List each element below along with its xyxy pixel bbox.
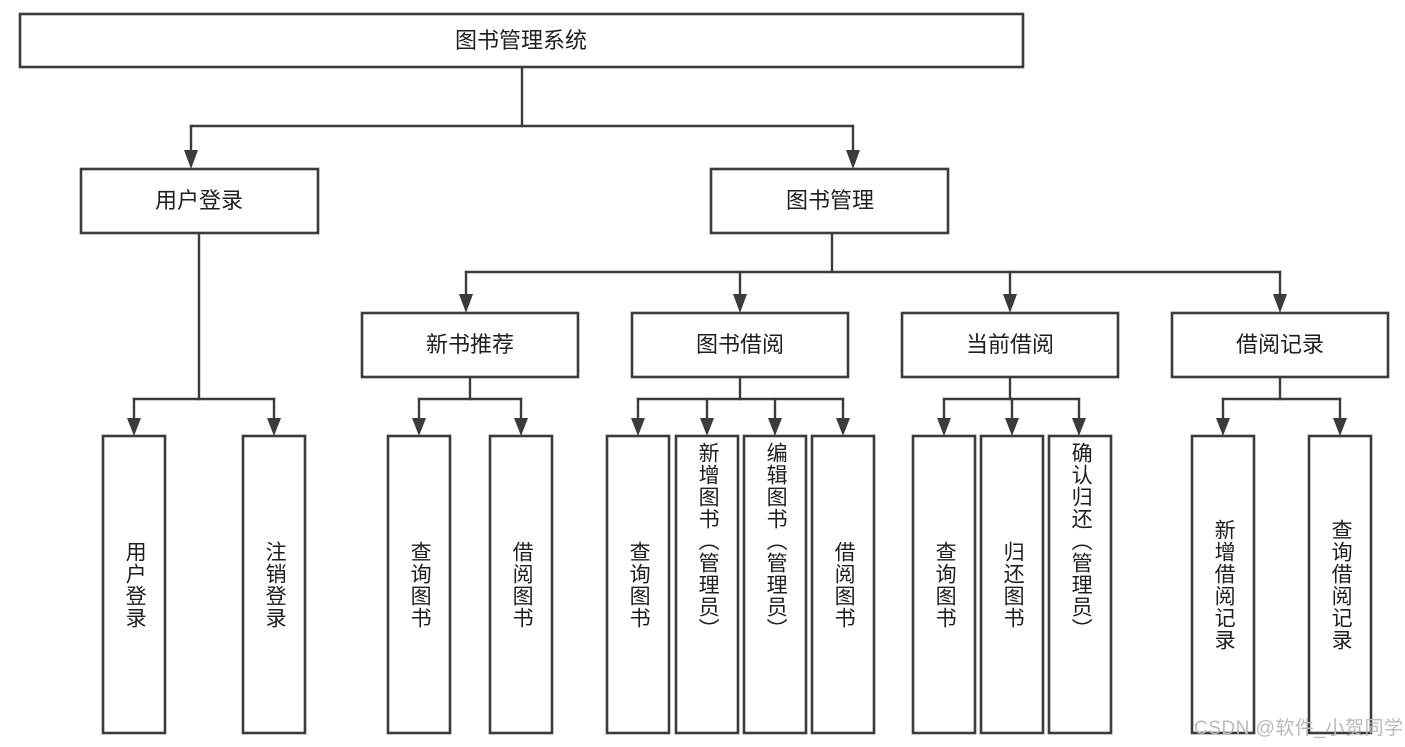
node-root-label: 图书管理系统: [455, 28, 587, 53]
leaf-box-confirm-return[interactable]: [1047, 434, 1113, 735]
node-book-borrow[interactable]: 图书借阅: [630, 311, 850, 379]
node-book-borrow-label: 图书借阅: [696, 332, 784, 357]
node-root[interactable]: 图书管理系统: [18, 12, 1025, 69]
leaf-box-add-book[interactable]: [674, 434, 740, 735]
connector-bookborrow-to-leaves: [631, 375, 850, 436]
node-new-book-recommend-label: 新书推荐: [426, 332, 514, 357]
leaf-boxes: [101, 434, 1373, 735]
node-book-manage[interactable]: 图书管理: [709, 167, 950, 235]
csdn-watermark: CSDN @软件_小贺同学: [1194, 718, 1404, 739]
node-current-borrow[interactable]: 当前借阅: [900, 311, 1120, 379]
connector-currentborrow-to-leaves: [937, 375, 1086, 436]
node-new-book-recommend[interactable]: 新书推荐: [360, 311, 580, 379]
leaf-box-return-book[interactable]: [979, 434, 1045, 735]
leaf-box-logout-login[interactable]: [241, 434, 307, 735]
connector-newbook-to-leaves: [412, 375, 528, 436]
leaf-box-add-record[interactable]: [1190, 434, 1256, 735]
leaf-box-query-record[interactable]: [1307, 434, 1373, 735]
leaf-box-borrow-book-1[interactable]: [488, 434, 554, 735]
leaf-box-query-book-1[interactable]: [386, 434, 452, 735]
connector-bookmanage-to-level3: [459, 231, 1287, 313]
connector-userlogin-to-leaves: [127, 231, 281, 436]
node-borrow-record-label: 借阅记录: [1236, 332, 1324, 357]
node-book-manage-label: 图书管理: [786, 188, 874, 213]
node-user-login-label: 用户登录: [155, 188, 243, 213]
connector-root-to-level2: [184, 65, 860, 169]
node-borrow-record[interactable]: 借阅记录: [1170, 311, 1390, 379]
leaf-box-edit-book[interactable]: [742, 434, 808, 735]
node-current-borrow-label: 当前借阅: [966, 332, 1054, 357]
connector-borrowrecord-to-leaves: [1216, 375, 1347, 436]
leaf-box-query-book-3[interactable]: [911, 434, 977, 735]
node-user-login[interactable]: 用户登录: [79, 167, 320, 235]
leaf-box-query-book-2[interactable]: [605, 434, 671, 735]
leaf-box-borrow-book-2[interactable]: [810, 434, 876, 735]
leaf-box-user-login[interactable]: [101, 434, 167, 735]
